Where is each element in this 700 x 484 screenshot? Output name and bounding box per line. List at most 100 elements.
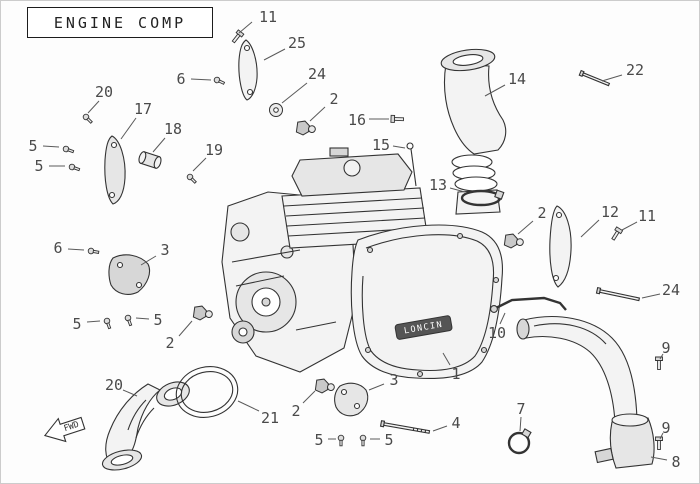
exhaust-pipe bbox=[516, 316, 655, 469]
callout-11: 11 bbox=[638, 207, 656, 225]
screw-6-left bbox=[87, 247, 100, 256]
leader-line-2 bbox=[302, 390, 316, 404]
callout-1: 1 bbox=[451, 365, 460, 383]
callout-5: 5 bbox=[314, 431, 323, 449]
callout-8: 8 bbox=[671, 453, 680, 471]
hose-clamp-13 bbox=[460, 189, 505, 207]
leader-line-4 bbox=[432, 425, 448, 432]
leader-line-20 bbox=[87, 100, 100, 114]
plug-2-c bbox=[192, 304, 214, 323]
leader-line-9 bbox=[659, 353, 664, 360]
callout-24: 24 bbox=[308, 65, 326, 83]
bolt-11-right bbox=[609, 226, 624, 242]
callout-12: 12 bbox=[601, 203, 619, 221]
callout-11: 11 bbox=[259, 8, 277, 26]
engine-brand-logo: LONCIN bbox=[394, 315, 453, 340]
screw-5-c bbox=[102, 316, 113, 330]
bolt-24-right bbox=[595, 286, 641, 302]
callout-2: 2 bbox=[291, 402, 300, 420]
callout-18: 18 bbox=[164, 120, 182, 138]
leader-line-10 bbox=[499, 312, 506, 325]
leader-line-5 bbox=[135, 317, 150, 320]
leader-line-19 bbox=[192, 157, 207, 172]
leader-line-6 bbox=[190, 78, 212, 81]
o-ring-21 bbox=[175, 366, 239, 418]
callout-5: 5 bbox=[72, 315, 81, 333]
leader-line-11 bbox=[621, 221, 638, 231]
title-box: ENGINE COMP bbox=[27, 7, 213, 38]
leader-line-14 bbox=[484, 84, 506, 97]
rod-10 bbox=[490, 296, 567, 313]
bolt-22 bbox=[578, 69, 611, 87]
bolt-4 bbox=[379, 420, 431, 434]
dipstick-15 bbox=[406, 142, 417, 187]
engine-assembly: LONCIN bbox=[221, 147, 504, 379]
leader-line-21 bbox=[237, 400, 260, 412]
callout-2: 2 bbox=[537, 204, 546, 222]
diagram-title: ENGINE COMP bbox=[53, 13, 187, 32]
callout-2: 2 bbox=[329, 90, 338, 108]
callout-4: 4 bbox=[451, 414, 460, 432]
leader-line-11 bbox=[238, 21, 253, 34]
washer-24 bbox=[269, 103, 283, 117]
callout-22: 22 bbox=[626, 61, 644, 79]
leader-line-15 bbox=[392, 145, 406, 149]
leader-line-17 bbox=[120, 117, 137, 140]
cover-plate-3-bottom bbox=[334, 382, 369, 417]
leader-line-13 bbox=[449, 187, 466, 193]
callout-9: 9 bbox=[661, 419, 670, 437]
leader-line-7 bbox=[519, 416, 522, 432]
callout-6: 6 bbox=[176, 70, 185, 88]
bolt-9-b bbox=[655, 436, 663, 450]
leader-line-5 bbox=[86, 320, 101, 323]
fwd-arrow: FWD bbox=[43, 416, 86, 443]
screw-5-f bbox=[359, 434, 367, 447]
leader-line-2 bbox=[178, 320, 193, 337]
cover-plate-3-left bbox=[108, 254, 151, 295]
leader-line-5 bbox=[42, 145, 60, 148]
sleeve-18 bbox=[138, 151, 162, 169]
callout-14: 14 bbox=[508, 70, 526, 88]
leader-line-9 bbox=[659, 432, 664, 440]
screw-5-b bbox=[67, 162, 81, 173]
callout-6: 6 bbox=[53, 239, 62, 257]
callout-20: 20 bbox=[105, 376, 123, 394]
callout-15: 15 bbox=[372, 136, 390, 154]
screw-19 bbox=[185, 172, 198, 185]
leader-line-24 bbox=[641, 293, 661, 299]
bracket-25 bbox=[238, 39, 258, 101]
callout-9: 9 bbox=[661, 339, 670, 357]
callout-5: 5 bbox=[153, 311, 162, 329]
callout-3: 3 bbox=[389, 371, 398, 389]
leader-line-2 bbox=[309, 106, 326, 122]
bracket-12 bbox=[549, 205, 572, 288]
callout-5: 5 bbox=[384, 431, 393, 449]
callout-25: 25 bbox=[288, 34, 306, 52]
screw-6-top bbox=[212, 75, 226, 87]
leader-line-1 bbox=[442, 352, 451, 366]
leader-line-22 bbox=[601, 74, 623, 82]
exhaust-clamp-7 bbox=[507, 428, 532, 455]
intake-duct bbox=[440, 48, 507, 215]
callout-19: 19 bbox=[205, 141, 223, 159]
screw-20-top bbox=[81, 112, 94, 125]
callout-5: 5 bbox=[28, 137, 37, 155]
leader-line-6 bbox=[67, 248, 85, 251]
plug-2-b bbox=[503, 232, 525, 251]
bolt-16 bbox=[390, 114, 405, 124]
leader-line-18 bbox=[152, 137, 166, 153]
callout-16: 16 bbox=[348, 111, 366, 129]
callout-13: 13 bbox=[429, 176, 447, 194]
callout-7: 7 bbox=[516, 400, 525, 418]
callout-24: 24 bbox=[662, 281, 680, 299]
leader-line-24 bbox=[281, 82, 308, 104]
callout-3: 3 bbox=[160, 241, 169, 259]
callout-20: 20 bbox=[95, 83, 113, 101]
plate-17 bbox=[104, 135, 126, 205]
callout-2: 2 bbox=[165, 334, 174, 352]
bolt-11-top bbox=[230, 29, 245, 45]
leader-line-2 bbox=[517, 220, 534, 235]
